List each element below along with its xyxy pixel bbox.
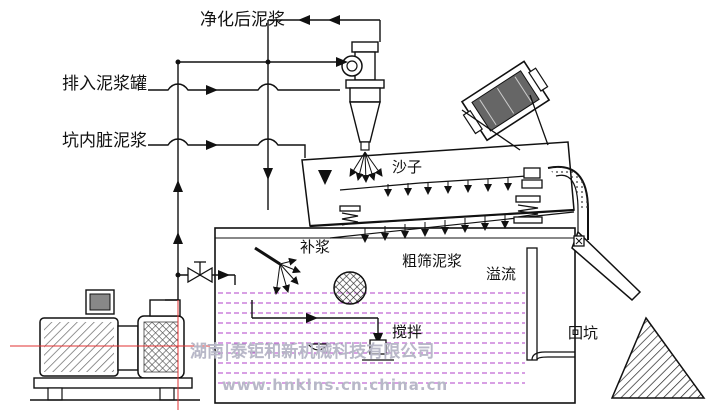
watermark-url: www.hnklns.cn.china.cn <box>222 376 449 394</box>
spring-right <box>513 195 543 224</box>
mixing-ball <box>333 271 367 305</box>
label-sand: 沙子 <box>392 158 423 176</box>
label-overflow: 溢流 <box>486 265 517 283</box>
sand-spray-arrows <box>349 151 383 183</box>
bowl-nozzle <box>306 343 330 351</box>
agitator <box>362 339 394 361</box>
junction-dots <box>175 59 271 278</box>
label-pit-dirty-mud: 坑内脏泥浆 <box>62 131 147 151</box>
flow-arrows <box>173 15 383 345</box>
motor-mount <box>461 94 549 151</box>
valve <box>187 261 213 284</box>
spring-left <box>339 205 361 226</box>
deck-arrows <box>361 178 512 243</box>
vibrator-motor <box>460 60 551 142</box>
sand-pile <box>610 316 706 399</box>
label-agitation: 搅拌 <box>392 323 423 341</box>
label-return-pit: 回坑 <box>568 324 599 342</box>
discharge-chute <box>571 230 642 302</box>
hydrocyclone <box>341 41 385 151</box>
watermark-company: 湖南|泰钜和新机械科技有限公司 <box>190 342 435 362</box>
makeup-nozzle <box>254 246 301 295</box>
pump-motor-assembly <box>30 289 200 401</box>
label-cleaned-mud: 净化后泥浆 <box>200 10 285 30</box>
main-tank <box>214 227 576 404</box>
label-makeup-slurry: 补浆 <box>300 238 331 256</box>
vibrating-screen <box>301 141 589 240</box>
discharge-arrow <box>318 170 332 185</box>
label-discharge-tank: 排入泥浆罐 <box>62 74 147 94</box>
label-coarse-screened-mud: 粗筛泥浆 <box>402 252 463 270</box>
